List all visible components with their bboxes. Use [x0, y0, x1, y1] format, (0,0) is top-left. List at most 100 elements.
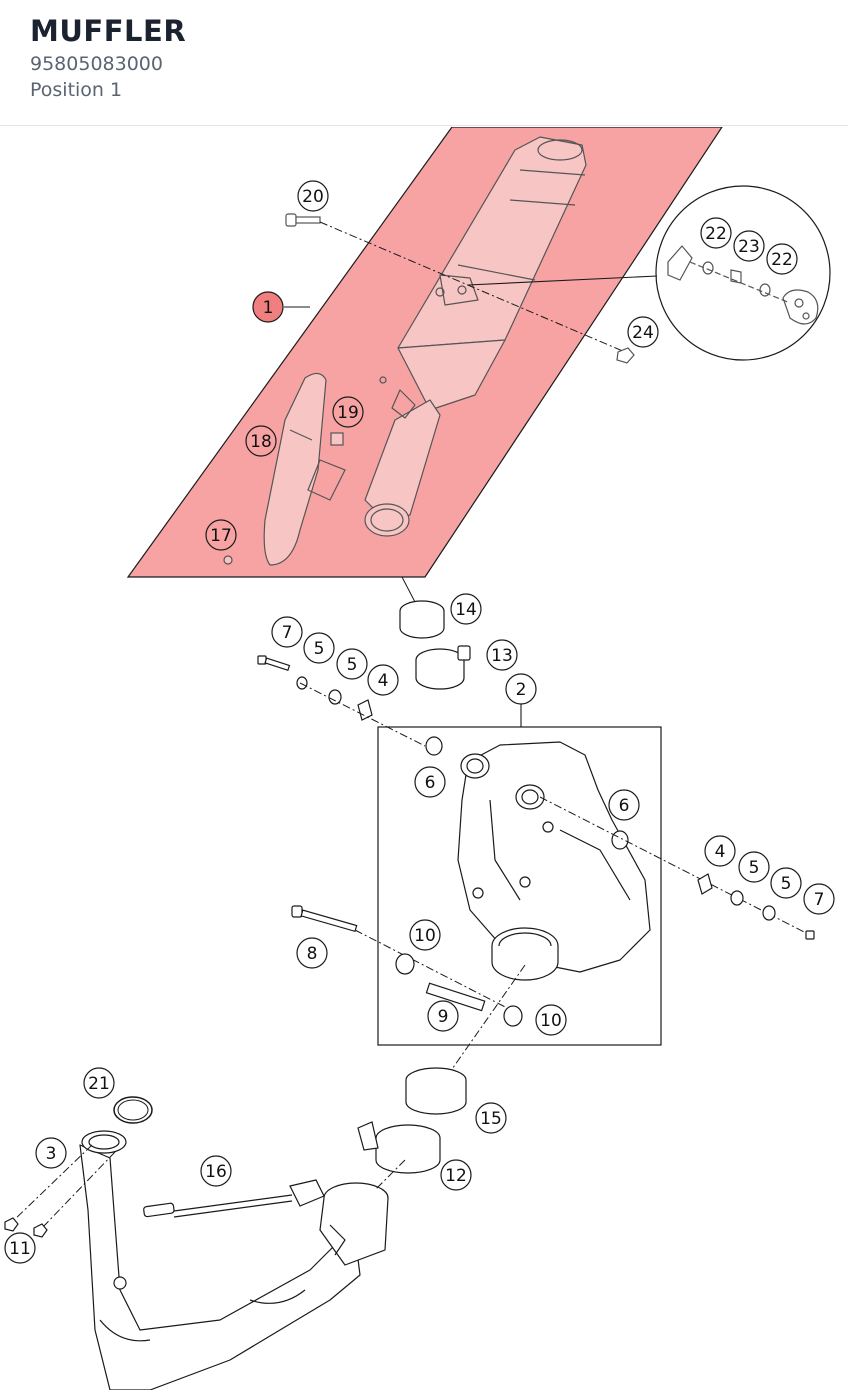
callout-2-label: 2	[516, 680, 527, 700]
callout-12-label: 12	[445, 1166, 467, 1186]
callout-16-label: 16	[205, 1162, 227, 1182]
callout-5-left-b[interactable]: 5	[336, 648, 368, 680]
callout-4-left-label: 4	[378, 671, 389, 691]
callout-11[interactable]: 11	[4, 1232, 36, 1264]
callout-4-left[interactable]: 4	[367, 664, 399, 696]
callout-6-left-label: 6	[425, 773, 436, 793]
callout-7-right[interactable]: 7	[803, 883, 835, 915]
callout-5-left-a-label: 5	[314, 639, 325, 659]
rear-silencer-drawing[interactable]	[457, 741, 651, 981]
nut-11-right[interactable]	[33, 1223, 48, 1238]
callout-4-right[interactable]: 4	[704, 835, 736, 867]
callout-10-lower[interactable]: 10	[535, 1004, 567, 1036]
callout-6-right-label: 6	[619, 796, 630, 816]
exploded-parts-diagram: 1 20 22 23 22 24 19 18 17 14 13 2	[4, 127, 835, 1390]
callout-15-label: 15	[480, 1109, 502, 1129]
part-17-screw[interactable]	[223, 555, 233, 565]
callout-10-upper-label: 10	[414, 926, 436, 946]
callout-17[interactable]: 17	[205, 519, 237, 551]
callout-6-left[interactable]: 6	[414, 766, 446, 798]
grommet-6-right[interactable]	[611, 830, 629, 850]
callout-7-left-label: 7	[282, 623, 293, 643]
callout-3-label: 3	[46, 1144, 57, 1164]
callout-22-left[interactable]: 22	[700, 217, 732, 249]
callout-9-label: 9	[438, 1007, 449, 1027]
callout-10-upper[interactable]: 10	[409, 919, 441, 951]
callout-21[interactable]: 21	[83, 1067, 115, 1099]
detail-magnifier-circle	[655, 185, 831, 361]
sleeve-14-drawing[interactable]	[399, 600, 445, 639]
callout-5-left-b-label: 5	[347, 655, 358, 675]
callout-8-label: 8	[307, 944, 318, 964]
page-header: MUFFLER 95805083000 Position 1	[0, 0, 848, 126]
callout-19-label: 19	[337, 403, 359, 423]
callout-5-right-a[interactable]: 5	[738, 851, 770, 883]
page-title: MUFFLER	[30, 14, 187, 48]
fastener-stack-left[interactable]	[257, 655, 373, 721]
callout-4-right-label: 4	[715, 842, 726, 862]
callout-13[interactable]: 13	[486, 639, 518, 671]
part-2-frame	[377, 726, 662, 1046]
callout-1-label: 1	[263, 298, 274, 318]
callout-6-right[interactable]: 6	[608, 789, 640, 821]
callout-21-label: 21	[88, 1074, 110, 1094]
callout-2[interactable]: 2	[505, 673, 537, 705]
callout-5-right-b-label: 5	[781, 874, 792, 894]
callout-22-right-label: 22	[771, 250, 793, 270]
detail-parts-drawing[interactable]	[667, 245, 819, 325]
part-19-clip[interactable]	[330, 432, 344, 446]
callout-23[interactable]: 23	[733, 230, 765, 262]
callout-14[interactable]: 14	[450, 593, 482, 625]
callout-14-label: 14	[455, 600, 477, 620]
callout-8[interactable]: 8	[296, 937, 328, 969]
callout-7-right-label: 7	[814, 890, 825, 910]
spacer-9-drawing[interactable]	[425, 982, 486, 1012]
callout-11-label: 11	[9, 1239, 31, 1259]
muffler-drawing[interactable]	[364, 136, 587, 537]
callout-12[interactable]: 12	[440, 1159, 472, 1191]
gasket-21-inner	[117, 1099, 149, 1121]
callout-13-label: 13	[491, 646, 513, 666]
position-label: Position 1	[30, 79, 123, 101]
grommet-6-left[interactable]	[425, 736, 443, 756]
clamp-12-drawing[interactable]	[357, 1121, 441, 1174]
callout-5-left-a[interactable]: 5	[303, 632, 335, 664]
grommet-10-upper[interactable]	[395, 953, 415, 975]
callout-15[interactable]: 15	[475, 1102, 507, 1134]
sleeve-15-drawing[interactable]	[405, 1067, 467, 1115]
callout-1[interactable]: 1	[252, 291, 310, 323]
callout-24-label: 24	[632, 323, 654, 343]
callout-9[interactable]: 9	[427, 1000, 459, 1032]
callout-20-label: 20	[302, 187, 324, 207]
gasket-21-drawing[interactable]	[113, 1096, 153, 1124]
sensor-16-drawing[interactable]	[143, 1179, 325, 1218]
nut-11-left[interactable]	[4, 1217, 19, 1232]
leader-stud-3a	[11, 1144, 93, 1223]
callout-3[interactable]: 3	[35, 1137, 67, 1169]
callout-18[interactable]: 18	[245, 425, 277, 457]
heat-shield-drawing[interactable]	[263, 372, 346, 566]
callout-22-right[interactable]: 22	[766, 243, 798, 275]
part-number: 95805083000	[30, 53, 163, 75]
fastener-stack-right[interactable]	[697, 873, 815, 940]
callout-23-label: 23	[738, 237, 760, 257]
callout-22-left-label: 22	[705, 224, 727, 244]
callout-5-right-a-label: 5	[749, 858, 760, 878]
callout-20[interactable]: 20	[297, 180, 329, 212]
grommet-10-lower[interactable]	[503, 1005, 523, 1027]
header-pipe-drawing[interactable]	[79, 1130, 389, 1390]
leader-bolt-8	[354, 929, 516, 1013]
callout-7-left[interactable]: 7	[271, 616, 303, 648]
bolt-8-drawing[interactable]	[291, 905, 358, 933]
leader-12	[374, 1159, 406, 1191]
callout-24[interactable]: 24	[627, 316, 659, 348]
nut-24-drawing[interactable]	[616, 347, 635, 364]
leader-left-stack	[299, 682, 426, 747]
callout-5-right-b[interactable]: 5	[770, 867, 802, 899]
callout-16[interactable]: 16	[200, 1155, 232, 1187]
callout-10-lower-label: 10	[540, 1011, 562, 1031]
bolt-20-drawing[interactable]	[285, 213, 321, 227]
leader-detail	[467, 275, 658, 286]
callout-19[interactable]: 19	[332, 396, 364, 428]
clamp-13-drawing[interactable]	[415, 645, 471, 690]
